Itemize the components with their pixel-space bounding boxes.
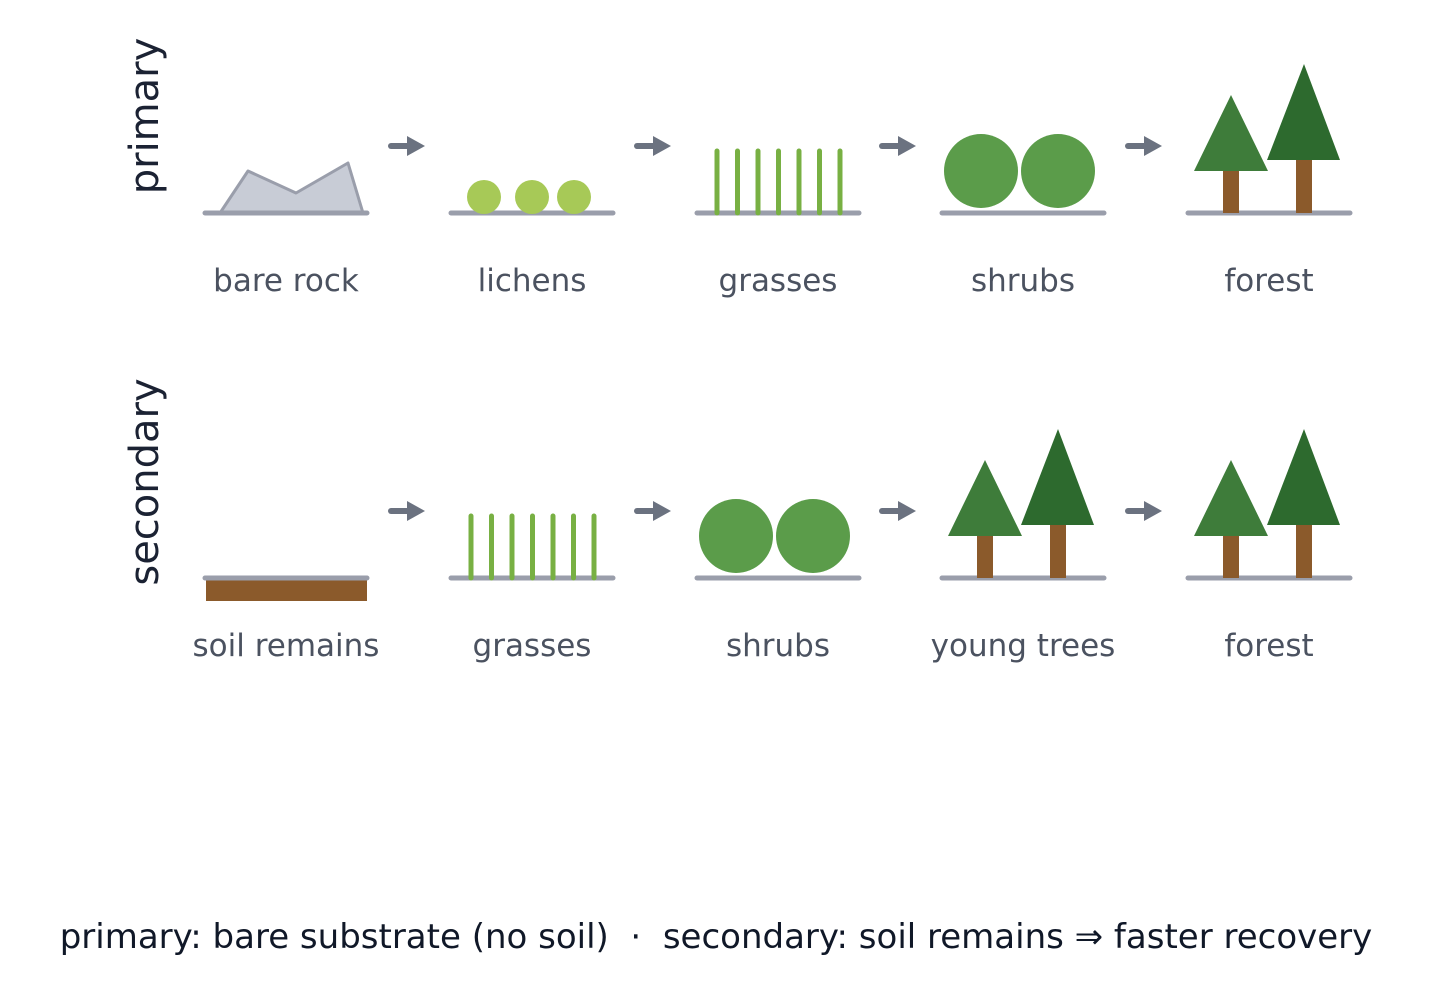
stage-label: shrubs [971,263,1075,299]
shrub [776,499,850,573]
lichen-dot [467,180,501,214]
stage: young trees [931,429,1116,664]
tree-crown [1194,460,1268,536]
tree-crown [1194,95,1268,171]
shrubs-icon [939,134,1107,216]
lichen-dot [515,180,549,214]
succession-arrow [1125,136,1162,156]
tree-trunk [1050,525,1066,578]
tree-trunk [977,536,993,578]
tree-crown [1021,429,1094,525]
bare-rock-icon [202,161,370,216]
forest-icon [939,429,1107,581]
stage: soil remains [193,575,380,664]
tree-crown [948,460,1022,536]
row-label: primary [122,38,168,195]
grasses-icon [694,148,862,216]
grasses-icon [448,513,616,581]
caption: primary: bare substrate (no soil) · seco… [60,917,1373,957]
stage: shrubs [694,499,862,664]
forest-icon [1185,64,1353,216]
succession-arrow [388,501,425,521]
forest-icon [1185,429,1353,581]
shrubs-icon [694,499,862,581]
rock-shape [218,161,365,215]
stage-label: lichens [478,263,587,299]
lichen-dot [557,180,591,214]
tree-trunk [1223,536,1239,578]
stage: lichens [448,180,616,299]
succession-arrow [388,136,425,156]
stage-label: forest [1224,263,1313,299]
shrub [944,134,1018,208]
row-label: secondary [122,378,168,585]
stage: shrubs [939,134,1107,299]
succession-arrow [1125,501,1162,521]
succession-arrow [879,136,916,156]
tree-trunk [1296,160,1312,213]
stage-label: soil remains [193,628,380,664]
stage: grasses [694,148,862,299]
succession-arrow [634,501,671,521]
stage: forest [1185,64,1353,299]
tree-trunk [1223,171,1239,213]
succession-arrow [879,501,916,521]
stage: bare rock [202,161,370,299]
stage-label: shrubs [726,628,830,664]
succession-row-secondary: secondary soil remains grasses shrubs young … [122,378,1353,664]
stage-label: grasses [473,628,592,664]
succession-row-primary: primary bare rock lichens grasses shrubs fore… [122,38,1353,299]
tree-crown [1267,429,1340,525]
shrub [1021,134,1095,208]
succession-arrow [634,136,671,156]
stage: forest [1185,429,1353,664]
soil-icon [202,575,370,601]
tree-trunk [1296,525,1312,578]
soil-layer [206,578,367,601]
stage-label: bare rock [213,263,359,299]
stage-label: grasses [719,263,838,299]
stage: grasses [448,513,616,664]
stage-label: young trees [931,628,1116,664]
stage-label: forest [1224,628,1313,664]
lichens-icon [448,180,616,216]
shrub [699,499,773,573]
tree-crown [1267,64,1340,160]
